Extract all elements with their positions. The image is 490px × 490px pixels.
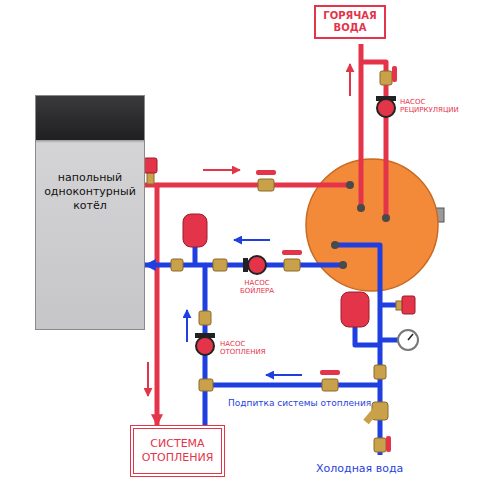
hot-pipe (157, 44, 386, 217)
brass-fitting (171, 259, 183, 271)
text-group: ГОРЯЧАЯ ВОДА (320, 10, 380, 34)
ball-valve (320, 370, 340, 375)
feed-line-label: Подпитка системы отопления (228, 398, 371, 409)
pipe-end-dot (331, 241, 339, 249)
pipe-end-dot (331, 181, 390, 269)
pump-label: НАСОС ОТОПЛЕНИЯ (220, 340, 282, 357)
pump-label: НАСОС БОЙЛЕРА (228, 279, 286, 296)
text-group: СИСТЕМА ОТОПЛЕНИЯ (138, 437, 217, 465)
flow-arrow (203, 169, 240, 171)
ball-valve (374, 438, 386, 452)
circulation-pump (248, 256, 266, 274)
expansion-tank (183, 214, 207, 247)
node-text: напольный одноконтурный котёл (42, 171, 138, 212)
y-strainer (366, 410, 376, 422)
brass-fitting (374, 365, 386, 379)
circulation-pump (377, 99, 395, 117)
ball-valve (284, 259, 300, 271)
node-text: СИСТЕМА ОТОПЛЕНИЯ (138, 437, 217, 465)
hot-pipe (157, 183, 350, 188)
text-group: напольный одноконтурный котёл (42, 171, 138, 212)
circulation-pump (196, 337, 214, 355)
pipe-end-dot (382, 214, 390, 222)
cold-pipe (380, 338, 398, 343)
water-heater-tank (306, 159, 438, 291)
hot-water-box: ГОРЯЧАЯ ВОДА (314, 5, 386, 39)
brass-fitting (199, 311, 211, 325)
flow-arrow (148, 64, 350, 396)
pump-label: НАСОС РЕЦИРКУЛЯЦИИ (400, 98, 474, 115)
pressure-gauge (398, 330, 418, 350)
flow-arrow (349, 64, 351, 96)
ball-valve (256, 170, 276, 175)
safety-valve (144, 158, 415, 314)
hot-pipe (359, 44, 364, 207)
flow-arrow (234, 239, 270, 241)
ball-valve (380, 71, 392, 85)
cold-pipe (336, 245, 380, 455)
ball-valve (282, 250, 302, 255)
pressure-gauge (398, 330, 418, 350)
safety-valve (402, 296, 415, 314)
flow-arrow (266, 374, 302, 376)
pipe-end-dot (346, 181, 354, 189)
cold-pipe (380, 303, 398, 308)
water-heater-tank (306, 159, 444, 291)
ball-valve (256, 66, 397, 452)
safety-valve (147, 172, 154, 184)
brass-fitting (199, 379, 213, 391)
expansion-tank (341, 292, 369, 327)
ball-valve (322, 379, 338, 391)
safety-valve (144, 158, 157, 173)
ball-valve (258, 179, 274, 191)
flow-arrow (186, 310, 188, 342)
pressure-gauge (408, 334, 413, 340)
boiler-unit: напольный одноконтурный котёл (35, 95, 145, 330)
ball-valve (386, 436, 391, 452)
expansion-tank (183, 214, 369, 327)
ball-valve (392, 66, 397, 82)
brass-fitting (213, 259, 227, 271)
flow-arrow (147, 362, 149, 396)
cold-pipe (205, 383, 380, 388)
pipe-end-dot (357, 204, 365, 212)
pipe-connector (145, 185, 157, 425)
pipe-end-dot (339, 261, 347, 269)
node-text: ГОРЯЧАЯ ВОДА (320, 10, 380, 34)
heating-system-box: СИСТЕМА ОТОПЛЕНИЯ (130, 425, 225, 477)
circulation-pump (195, 96, 396, 355)
brass-fitting (171, 259, 386, 391)
cold-water-label: Холодная вода (316, 462, 403, 475)
cold-pipe (355, 326, 380, 345)
cold-pipe (195, 245, 398, 455)
cold-pipe (193, 246, 198, 265)
